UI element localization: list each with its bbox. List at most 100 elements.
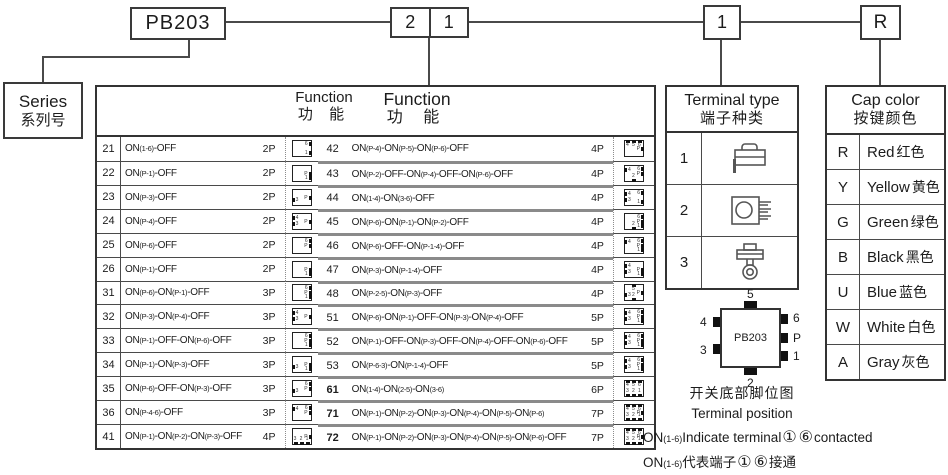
pin-tick (641, 343, 645, 348)
pin-tick-label: 1 (637, 318, 641, 325)
cap-color-code: B (827, 240, 860, 274)
pin-tick-label: P (636, 242, 641, 249)
pin-tick-label: P (636, 338, 641, 345)
function-code: 44 (326, 192, 339, 205)
pin-tick (641, 190, 645, 195)
pin-diagram-caption-en: Terminal position (691, 406, 793, 421)
function-poles: 3P (262, 358, 276, 371)
pin-tick (638, 418, 643, 422)
pin-tick-label: 4 (628, 238, 631, 245)
cap-color-code: U (827, 275, 860, 309)
pin-tick-label: 3 (628, 340, 631, 347)
circled-six-icon: ⑥ (798, 429, 814, 446)
pin-tick (641, 214, 645, 219)
pin-tick (299, 442, 304, 446)
pin-tick (291, 407, 295, 412)
pin-tick (624, 311, 628, 316)
circled-one-icon: ① (737, 454, 752, 471)
function-code: 71 (326, 407, 339, 420)
function-poles: 2P (262, 215, 276, 228)
function-description: ON(P-6)-OFF-ON(P-1-4)-OFF (351, 240, 465, 252)
pin-tick (641, 271, 645, 276)
pin-tick-label: P (304, 194, 308, 201)
pin-tick-label: 6 (637, 189, 641, 196)
connector-line (720, 40, 722, 85)
terminal-digit-text: 1 (716, 12, 727, 32)
pin-tick-2 (744, 368, 757, 375)
pin-tick-label: 2 (632, 388, 635, 395)
pin-tick-label: 3 (293, 436, 297, 443)
pin-diagram-caption-zh: 开关底部脚位图 (689, 385, 795, 401)
pin-tick (624, 341, 628, 346)
circled-one-icon: ① (782, 429, 797, 446)
pin-tick-label: 4 (628, 310, 631, 317)
function-header-left: Function 功 能 (295, 89, 353, 123)
function-code: 72 (326, 431, 339, 444)
pin-tick-label: P (304, 314, 308, 321)
pin-tick (308, 411, 312, 416)
note-subscript: (1-6) (663, 434, 683, 444)
pin-tick (308, 267, 312, 272)
pin-tick (641, 310, 645, 315)
function-poles: 3P (262, 310, 276, 323)
pin-tick (641, 315, 645, 320)
pin-tick-label: 1 (637, 198, 641, 205)
cap-color-name-en: Gray (867, 353, 900, 371)
pin-tick (632, 442, 637, 446)
function-poles: 4P (591, 287, 604, 300)
pin-tick-label: 1 (637, 246, 641, 253)
connector-line (469, 21, 703, 23)
function-description: ON(P-1)-OFF-ON(P-6)-OFF (125, 335, 232, 347)
pin-tick (641, 334, 645, 339)
note-body: Indicate terminal (682, 430, 782, 445)
pin-tick-label: P (636, 170, 641, 177)
cap-color-name-zh: 蓝色 (899, 284, 928, 300)
function-description: ON(P-6-3)-ON(P-1-4)-OFF (351, 360, 449, 372)
function-code: 36 (97, 401, 121, 425)
cap-color-code: W (827, 310, 860, 344)
pin-tick-label: 5 (632, 382, 635, 389)
function-code: 22 (97, 161, 121, 185)
pin-tick (308, 343, 312, 348)
pin-tick-label: 1 (637, 222, 641, 229)
pin-tick (308, 387, 312, 392)
pin-tick-label: P (304, 386, 308, 393)
pin-tick (624, 269, 628, 274)
connector-line (42, 58, 44, 82)
terminal-type-row: 1 (667, 133, 797, 184)
pin-tick (638, 442, 643, 446)
pin-tick-label: 1 (638, 412, 641, 419)
pin-tick-label: 2 (632, 172, 635, 179)
pin-tick (308, 175, 312, 180)
function-header-right: Function 功 能 (383, 89, 451, 127)
function-code: 32 (97, 305, 121, 329)
pin-tick-label: 3 (626, 388, 629, 395)
function-poles: 4P (262, 430, 276, 443)
pin-label-6: 6 (793, 311, 800, 325)
pin-tick-label: P (304, 170, 308, 177)
